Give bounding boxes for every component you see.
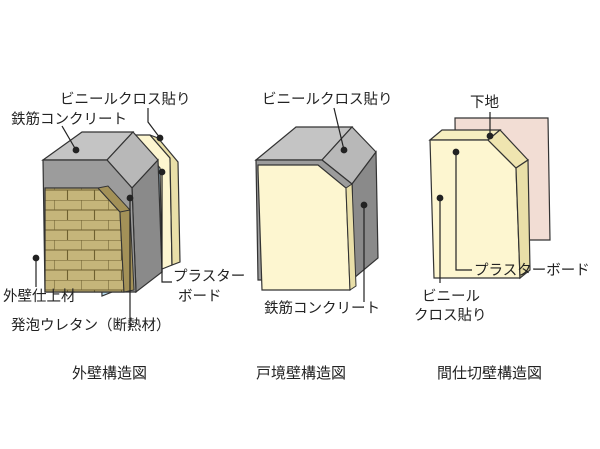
boundary-caption: 戸境壁構造図 — [256, 364, 347, 382]
partition-caption: 間仕切壁構造図 — [437, 364, 543, 382]
exterior-label-urethane: 発泡ウレタン（断熱材） — [11, 318, 171, 334]
boundary-label-vinyl-cloth: ビニールクロス貼り — [262, 92, 393, 108]
partition-board-side — [515, 158, 531, 280]
exterior-label-plaster-board-2: ボード — [178, 289, 222, 305]
partition-label-vinyl-2: クロス貼り — [414, 308, 487, 324]
exterior-label-plaster-board-1: プラスター — [173, 269, 246, 285]
partition-label-plaster-board: プラスターボード — [474, 263, 590, 279]
boundary-wall-illustration — [254, 126, 379, 291]
partition-leaders — [436, 112, 494, 283]
partition-wall-illustration — [428, 117, 551, 280]
exterior-label-rc: 鉄筋コンクリート — [11, 112, 127, 128]
exterior-wall-illustration — [41, 131, 181, 297]
exterior-label-vinyl-cloth: ビニールクロス貼り — [60, 92, 191, 108]
exterior-caption: 外壁構造図 — [72, 364, 148, 382]
boundary-board-edge — [345, 183, 357, 291]
partition-label-base: 下地 — [470, 95, 499, 111]
boundary-leaders — [333, 107, 368, 302]
exterior-leaders — [32, 108, 172, 330]
boundary-label-rc: 鉄筋コンクリート — [264, 301, 380, 317]
boundary-board-front — [257, 164, 351, 291]
exterior-label-finish: 外壁仕上材 — [3, 289, 76, 305]
partition-label-vinyl-1: ビニール — [422, 289, 480, 305]
partition-board-front — [429, 139, 521, 279]
